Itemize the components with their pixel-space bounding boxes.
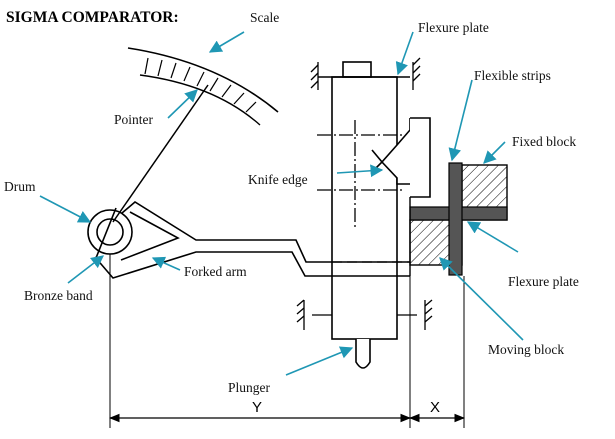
arrow-flexure-plate-top bbox=[395, 31, 414, 76]
label-dimension-y: Y bbox=[252, 399, 262, 416]
plunger bbox=[355, 339, 371, 369]
fixed-support-top-right bbox=[412, 57, 421, 90]
pointer bbox=[112, 84, 209, 223]
diagram-title: SIGMA COMPARATOR: bbox=[6, 9, 179, 26]
label-flexure-plate-right: Flexure plate bbox=[508, 274, 579, 289]
label-pointer: Pointer bbox=[114, 112, 154, 127]
label-fixed-block: Fixed block bbox=[512, 134, 576, 149]
arrow-drum bbox=[39, 195, 92, 223]
label-flexible-strips: Flexible strips bbox=[474, 68, 551, 83]
forked-arm bbox=[94, 201, 410, 279]
knife-edge bbox=[371, 117, 431, 198]
arrow-knife-edge bbox=[336, 164, 384, 178]
label-bronze-band: Bronze band bbox=[24, 288, 93, 303]
arrow-fixed-block bbox=[483, 141, 506, 164]
arrow-forked-arm bbox=[151, 256, 181, 271]
guide-lines bbox=[317, 120, 405, 230]
label-drum: Drum bbox=[4, 179, 36, 194]
scale bbox=[127, 47, 279, 126]
extension-lines bbox=[109, 254, 465, 428]
arrow-moving-block bbox=[439, 257, 524, 341]
label-dimension-x: X bbox=[430, 399, 440, 416]
arrow-flexible-strips bbox=[448, 79, 473, 162]
drum bbox=[87, 209, 133, 255]
label-forked-arm: Forked arm bbox=[184, 264, 247, 279]
flexible-strip-vertical bbox=[448, 162, 463, 276]
arrow-bronze-band bbox=[67, 255, 105, 284]
arrow-scale bbox=[208, 31, 245, 53]
main-body bbox=[318, 61, 410, 340]
arrow-pointer bbox=[167, 89, 198, 119]
callout-arrows bbox=[39, 31, 524, 376]
lower-support-right bbox=[397, 299, 433, 330]
lower-support-left bbox=[296, 299, 332, 330]
label-knife-edge: Knife edge bbox=[248, 172, 308, 187]
arrow-flexure-plate-right bbox=[466, 221, 519, 253]
label-scale: Scale bbox=[250, 10, 279, 25]
label-flexure-plate-top: Flexure plate bbox=[418, 20, 489, 35]
fixed-support-top-left bbox=[310, 62, 319, 90]
arrow-plunger bbox=[285, 346, 354, 376]
label-moving-block: Moving block bbox=[488, 342, 564, 357]
label-plunger: Plunger bbox=[228, 380, 271, 395]
scale-graduations bbox=[144, 57, 257, 113]
